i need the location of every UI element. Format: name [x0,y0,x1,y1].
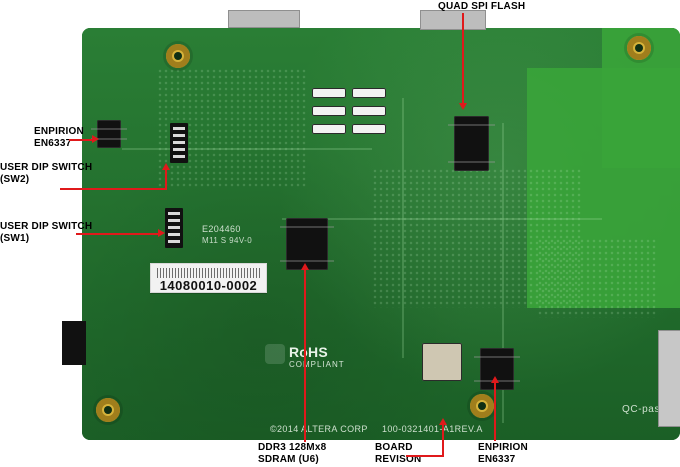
top-connector [228,10,300,28]
trace [502,123,504,423]
arrowhead-up [301,263,309,270]
silk-board-id: 100-0321401-A1REV.A [382,424,483,434]
rohs-subtitle: COMPLIANT [289,360,345,369]
silkscreen-block [352,106,386,116]
arrowhead-right [158,229,165,237]
arrowhead-down [459,103,467,110]
silk-copyright: ©2014 ALTERA CORP [270,424,368,434]
arrow-quad-spi-flash [462,13,464,105]
callout-user-dip-sw2: USER DIP SWITCH (SW2) [0,162,93,185]
mounting-hole [627,36,651,60]
barcode-sticker: 14080010-0002 [150,263,267,293]
silk-qc-passed: QC-passed [622,404,678,415]
silk-ul-code: M11 S 94V-0 [202,236,253,245]
silkscreen-block [352,88,386,98]
arrow-enpirion-right [494,383,496,441]
dip-switch-sw1 [165,208,183,248]
rohs-logo [265,344,285,364]
via-field-right [537,238,657,318]
arrow-user-dip-sw2-vert [165,170,167,190]
top-connector-2 [420,10,486,30]
callout-enpirion-left: ENPIRION EN6337 [34,126,84,149]
trace [402,98,404,358]
trace [282,218,602,220]
arrow-enpirion-left [69,139,92,141]
silkscreen-block [312,88,346,98]
arrowhead-up [491,376,499,383]
silkscreen-block [312,106,346,116]
quad-spi-flash-chip [448,116,495,171]
enpirion-en6337-right [474,348,520,390]
mounting-hole [96,398,120,422]
mounting-hole [470,394,494,418]
enpirion-en6337-left [91,120,127,148]
arrow-ddr3 [304,270,306,442]
trace [122,148,372,150]
via-field [372,168,582,308]
silkscreen-block [352,124,386,134]
ddr3-sdram-u6 [280,218,334,270]
right-connector [658,330,680,427]
sticker-number: 14080010-0002 [159,278,258,293]
rohs-title: RoHS [289,344,328,360]
callout-ddr3: DDR3 128Mx8 SDRAM (U6) [258,442,327,465]
left-connector [62,321,86,365]
callout-board-revision: BOARD REVISON [375,442,422,465]
callout-user-dip-sw1: USER DIP SWITCH (SW1) [0,221,93,244]
arrowhead-right [92,135,99,143]
callout-enpirion-right: ENPIRION EN6337 [478,442,528,465]
mounting-hole [166,44,190,68]
arrow-board-revision [406,455,442,457]
barcode [157,268,260,278]
arrowhead-up [162,163,170,170]
arrow-user-dip-sw2 [60,188,165,190]
pcb-board: 14080010-0002 E204460 M11 S 94V-0 RoHS C… [82,28,680,440]
silk-e-code: E204460 [202,224,241,234]
arrow-user-dip-sw1 [76,233,158,235]
bright-copper-zone [527,68,680,308]
callout-quad-spi-flash: QUAD SPI FLASH [438,1,526,12]
silkscreen-block [312,124,346,134]
oscillator [422,343,462,381]
arrow-board-revision-vert [442,425,444,457]
rohs-mark: RoHS COMPLIANT [265,344,345,374]
dip-switch-sw2 [170,123,188,163]
arrowhead-up [439,418,447,425]
